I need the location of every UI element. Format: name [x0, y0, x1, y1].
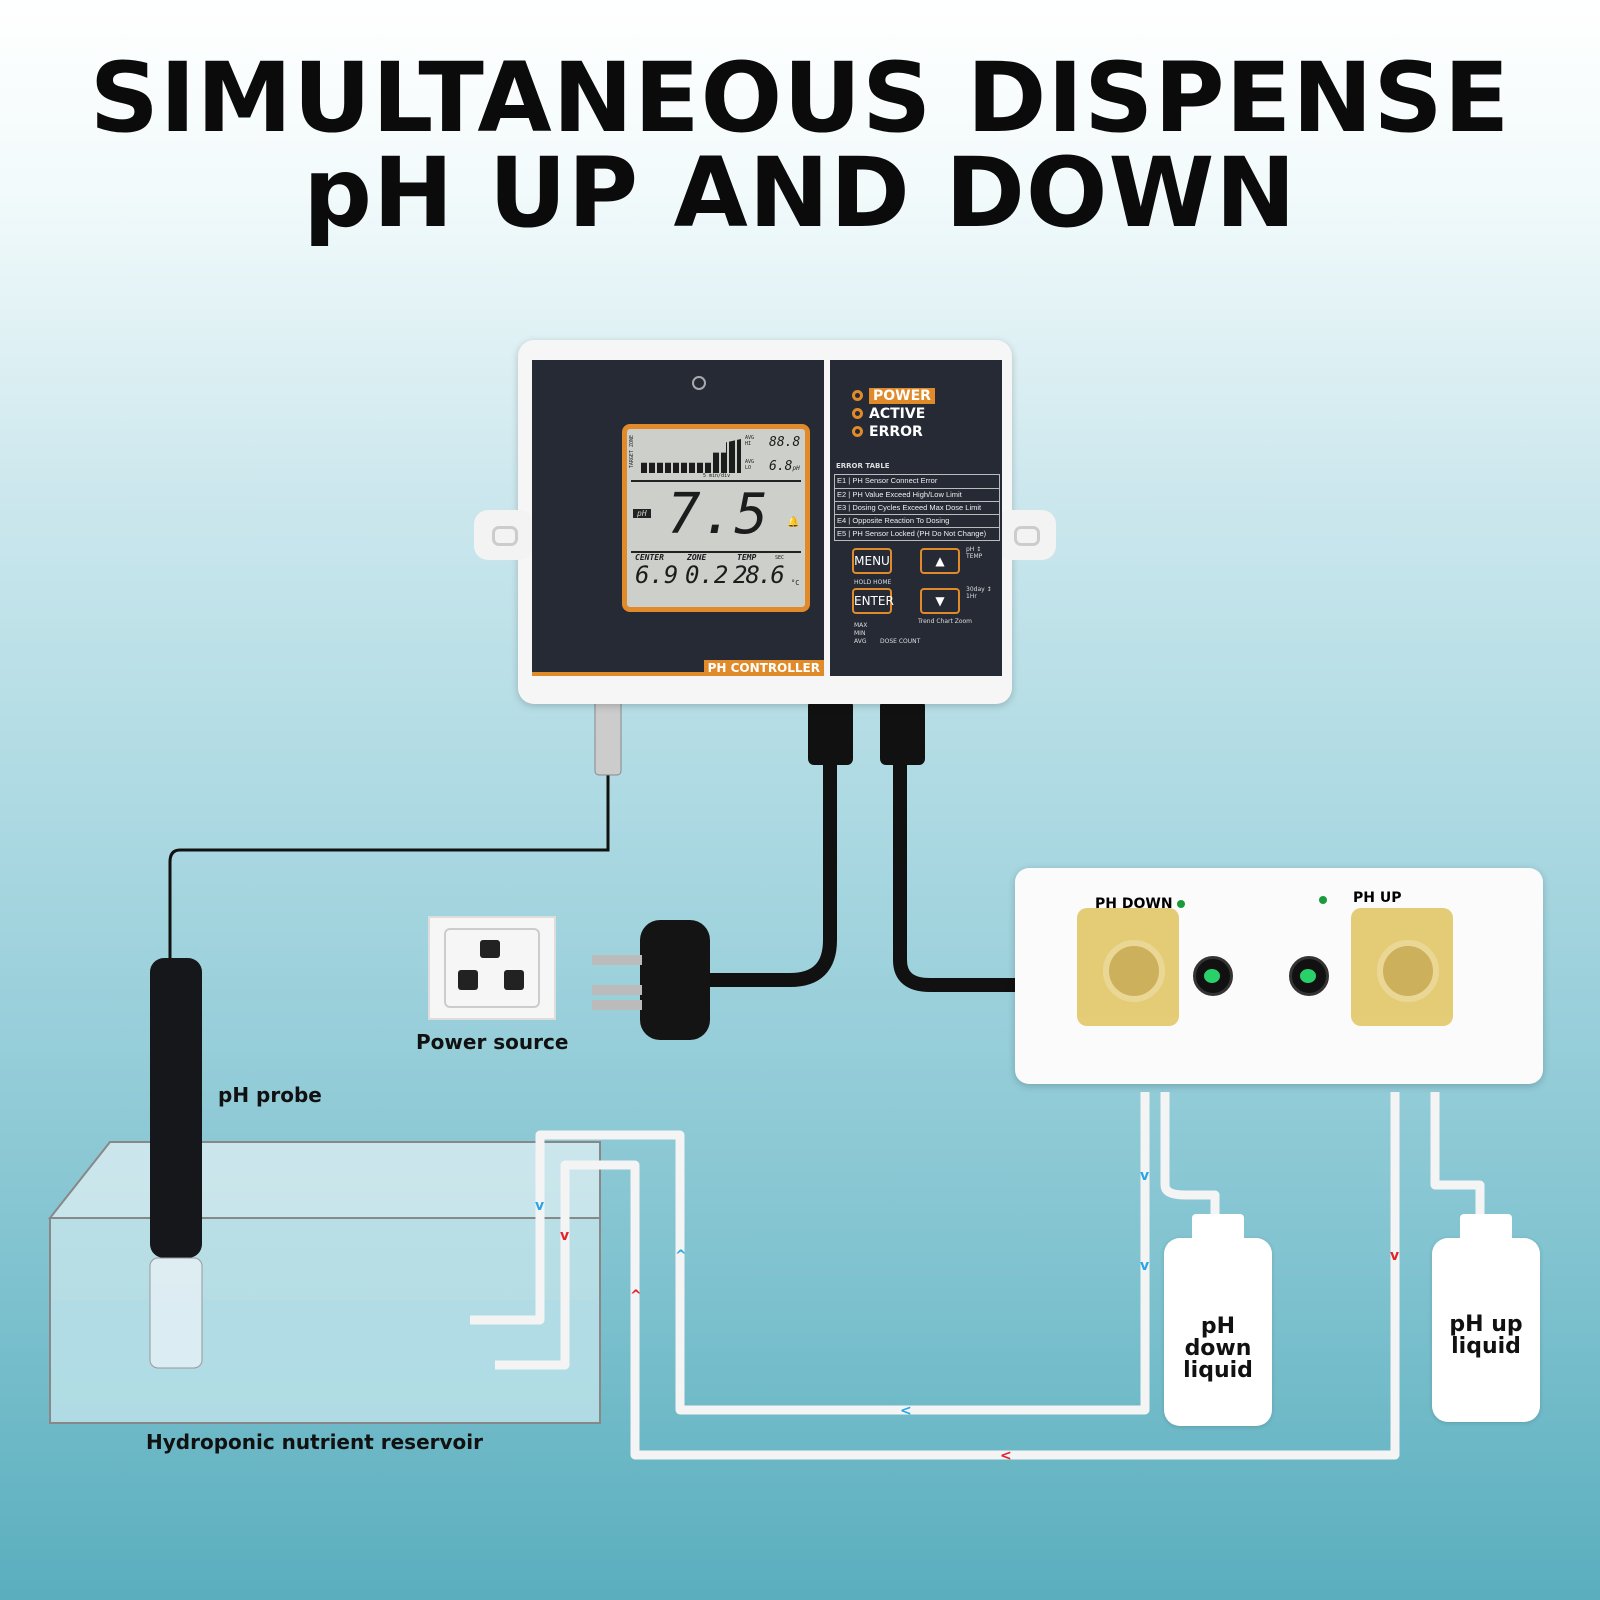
lcd-center-label: CENTER — [635, 553, 664, 562]
dosing-pump-unit: PH DOWN PH UP — [1015, 868, 1543, 1084]
lcd-avg-hi: AVG HI — [745, 435, 755, 447]
reservoir-label: Hydroponic nutrient reservoir — [146, 1430, 484, 1454]
lcd-temp-unit: °C — [791, 579, 800, 587]
up-tube-out — [495, 1092, 1400, 1460]
error-led: ERROR — [852, 424, 923, 440]
down-tube-in — [1160, 1092, 1220, 1220]
error-row: E1 | PH Sensor Connect Error — [837, 476, 938, 485]
enter-button[interactable]: ENTER — [852, 588, 894, 614]
ph-down-indicator — [1177, 900, 1185, 908]
lcd-time-div: 5 min/div — [703, 473, 731, 479]
reservoir-box — [47, 1141, 601, 1219]
up-hint: pH ↕ TEMP — [966, 546, 983, 560]
ph-down-bottle: pH down liquid — [1164, 1214, 1272, 1426]
lcd-ph-value: 7.5 — [667, 482, 769, 547]
display-panel: TARGET ZONE AVG HI 88.8 AVG LO 6.8pH 5 m… — [532, 360, 824, 676]
lcd-zone-value: 0.2 — [685, 561, 729, 589]
flow-arrow-up: v — [1390, 1248, 1399, 1264]
flow-arrow-up: ^ — [630, 1288, 642, 1304]
title-line-2: pH UP AND DOWN — [303, 137, 1297, 249]
title-line-1: SIMULTANEOUS DISPENSE — [89, 42, 1511, 154]
max-label: MAX — [854, 622, 868, 629]
ph-up-pump-head — [1351, 908, 1453, 1026]
error-table-title: ERROR TABLE — [836, 462, 890, 470]
lcd-avg-lo-value: 6.8pH — [769, 459, 800, 474]
power-cable — [700, 760, 837, 987]
up-button[interactable]: ▲ — [920, 548, 960, 574]
lcd-target-zone: TARGET ZONE — [629, 435, 635, 469]
alarm-bell-icon: 🔔 — [787, 517, 800, 528]
probe-label: pH probe — [218, 1083, 322, 1107]
lcd-screen: TARGET ZONE AVG HI 88.8 AVG LO 6.8pH 5 m… — [622, 424, 810, 612]
hold-home-label: HOLD HOME — [854, 579, 892, 586]
min-label: MIN — [854, 630, 866, 637]
trend-zoom-label: Trend Chart Zoom — [918, 618, 973, 625]
flow-arrow-down: v — [1140, 1258, 1149, 1274]
flow-arrow-up: < — [1000, 1448, 1012, 1464]
mount-ear-right — [996, 510, 1056, 560]
flow-arrow-down: ^ — [675, 1248, 687, 1264]
lcd-temp-sec: SEC — [775, 555, 785, 561]
flow-arrow-down: < — [900, 1403, 912, 1419]
lcd-zone-label: ZONE — [687, 553, 707, 562]
ph-up-label: PH UP — [1353, 890, 1402, 906]
mount-ear-left — [474, 510, 534, 560]
error-row: E4 | Opposite Reaction To Dosing — [835, 514, 999, 527]
probe-cable — [168, 770, 610, 960]
error-row: E2 | PH Value Exceed High/Low Limit — [835, 488, 999, 501]
probe-connector — [594, 699, 622, 776]
flow-arrow-down: v — [1140, 1168, 1149, 1184]
ph-up-speed-knob[interactable] — [1289, 956, 1329, 996]
ph-down-speed-knob[interactable] — [1193, 956, 1233, 996]
lcd-center-value: 6.9 — [635, 561, 679, 589]
active-led: ACTIVE — [852, 406, 925, 422]
menu-button[interactable]: MENU — [852, 548, 892, 574]
flow-arrow-up: v — [560, 1228, 569, 1244]
down-button[interactable]: ▼ — [920, 588, 960, 614]
error-table: E1 | PH Sensor Connect Error E2 | PH Val… — [834, 474, 1000, 541]
lcd-ph-badge: pH — [633, 509, 651, 518]
power-source-label: Power source — [416, 1030, 569, 1054]
pump-cable — [893, 760, 1015, 992]
ph-up-indicator — [1319, 896, 1327, 904]
power-plug — [640, 920, 710, 1040]
error-row: E3 | Dosing Cycles Exceed Max Dose Limit — [835, 501, 999, 514]
lcd-avg-lo: AVG LO — [745, 459, 755, 471]
down-hint: 30day ↕ 1Hr — [966, 586, 992, 600]
control-panel: POWER ACTIVE ERROR ERROR TABLE E1 | PH S… — [830, 360, 1002, 676]
lcd-trend-bars — [641, 439, 741, 473]
lcd-temp-label: TEMP — [737, 553, 757, 562]
up-tube-in — [1430, 1092, 1485, 1220]
power-led: POWER — [852, 388, 935, 404]
ph-probe — [150, 958, 202, 1258]
ph-controller: TARGET ZONE AVG HI 88.8 AVG LO 6.8pH 5 m… — [474, 340, 1056, 704]
flow-arrow-down: v — [535, 1198, 544, 1214]
lcd-avg-hi-value: 88.8 — [769, 435, 801, 450]
error-row: E5 | PH Sensor Locked (PH Do Not Change) — [835, 527, 999, 540]
lcd-temp-value: 28.6 — [733, 561, 785, 589]
controller-label: PH CONTROLLER — [703, 660, 824, 676]
power-socket — [428, 916, 556, 1020]
wifi-sensor-icon — [692, 376, 706, 390]
ph-down-pump-head — [1077, 908, 1179, 1026]
avg-label: AVG — [854, 638, 867, 645]
dose-count-label: DOSE COUNT — [880, 638, 921, 645]
down-tube-out — [470, 1092, 1150, 1415]
ph-up-bottle: pH up liquid — [1432, 1214, 1540, 1422]
